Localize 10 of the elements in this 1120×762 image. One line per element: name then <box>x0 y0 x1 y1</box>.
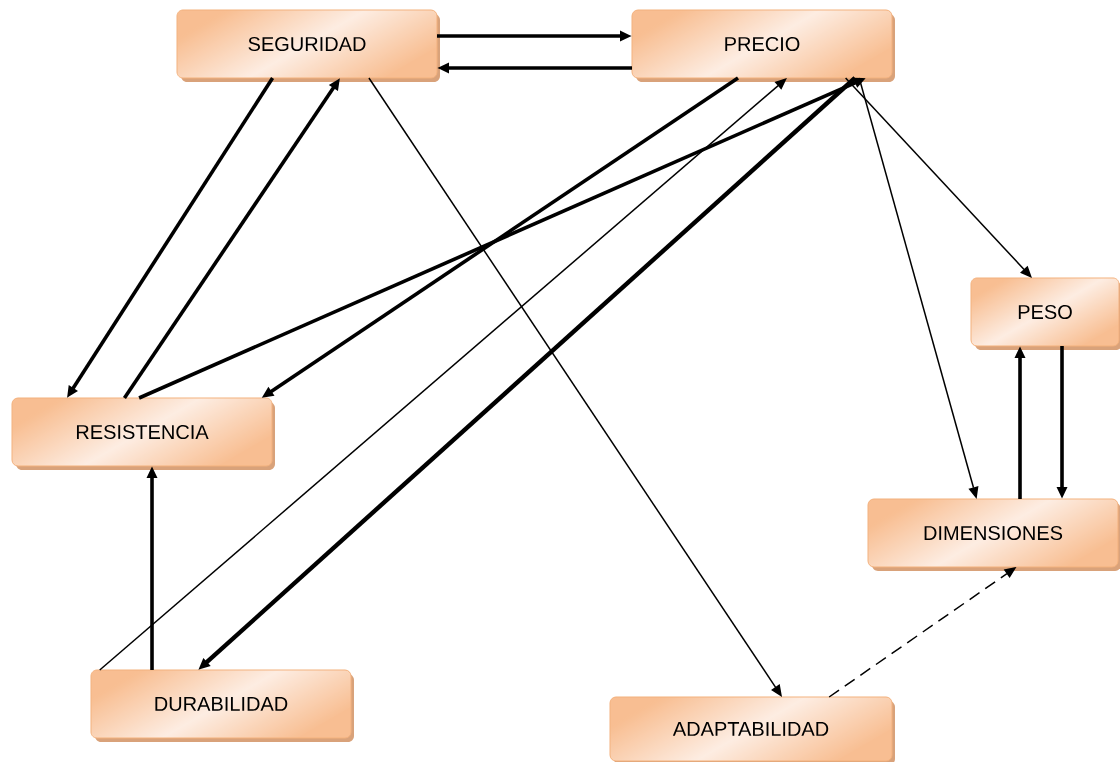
process-box: PESO <box>970 277 1120 350</box>
process-box: SEGURIDAD <box>176 9 440 82</box>
arrow <box>844 77 1032 278</box>
process-box: DURABILIDAD <box>90 669 354 742</box>
process-box: PRECIO <box>631 9 895 82</box>
process-box: ADAPTABILIDAD <box>609 696 895 762</box>
arrow <box>368 77 782 697</box>
process-box: RESISTENCIA <box>11 397 275 470</box>
process-box: DIMENSIONES <box>867 498 1120 571</box>
arrow <box>99 78 787 671</box>
